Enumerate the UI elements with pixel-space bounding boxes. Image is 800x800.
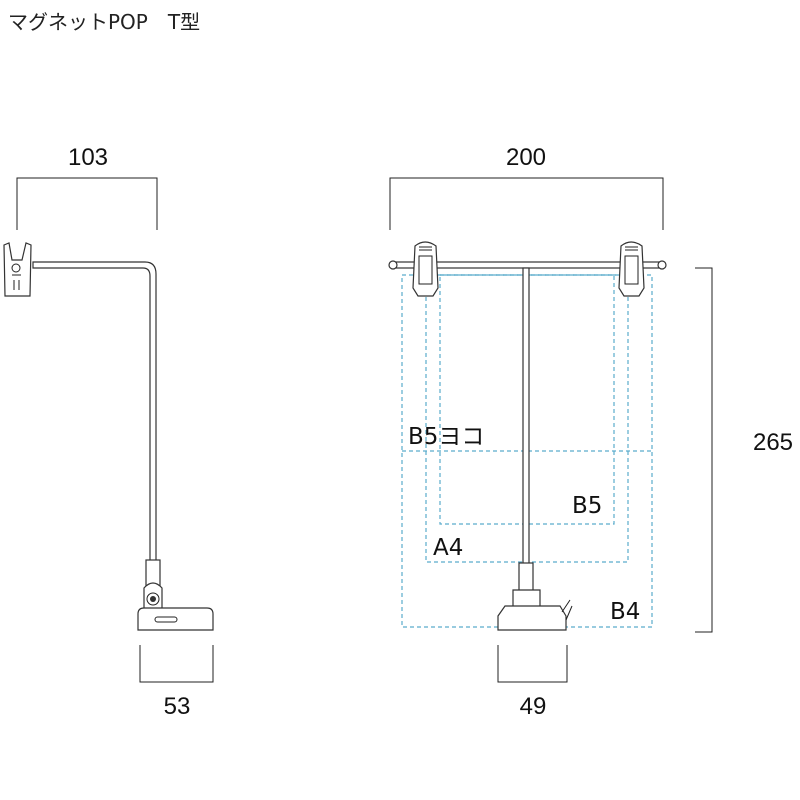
label-b5-landscape: B5ヨコ xyxy=(408,424,484,450)
dimension-line-53 xyxy=(139,645,214,683)
base-icon xyxy=(137,559,214,631)
dimension-103: 103 xyxy=(68,144,108,171)
clip-left-icon xyxy=(412,241,439,297)
dimension-line-265 xyxy=(695,267,713,633)
dimension-line-103 xyxy=(16,177,158,230)
front-view: 200 B5ヨコ B5 A4 B4 265 49 xyxy=(388,144,793,720)
dimension-line-49 xyxy=(497,645,568,683)
dimension-200: 200 xyxy=(506,144,546,171)
dimension-49: 49 xyxy=(520,693,547,720)
clip-right-icon xyxy=(618,241,645,297)
side-view: 103 53 xyxy=(3,144,214,720)
side-rod xyxy=(32,261,157,563)
label-b4: B4 xyxy=(610,599,640,625)
pole xyxy=(522,267,530,567)
dimension-line-200 xyxy=(389,177,664,230)
page-title: マグネットPOP T型 xyxy=(8,10,201,34)
label-a4: A4 xyxy=(433,535,463,561)
label-b5: B5 xyxy=(572,493,602,519)
dimension-265: 265 xyxy=(753,429,793,456)
dimension-53: 53 xyxy=(164,693,191,720)
clip-icon xyxy=(3,242,32,297)
base-icon xyxy=(497,562,573,631)
